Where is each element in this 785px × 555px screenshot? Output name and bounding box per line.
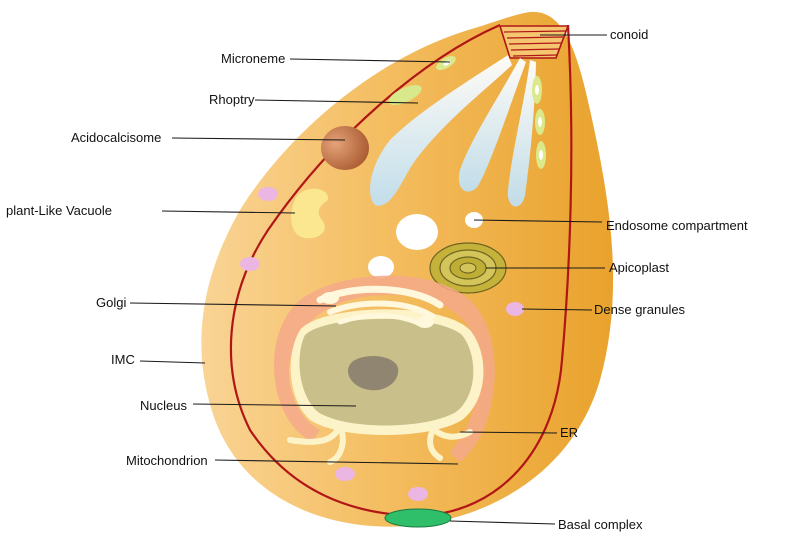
label-apicoplast: Apicoplast (609, 260, 669, 275)
pink-vesicles (240, 187, 428, 501)
endosome-vesicles (368, 212, 483, 278)
leader-basal-complex (449, 520, 556, 525)
rhoptries (370, 55, 536, 207)
conoid-structure (498, 25, 570, 59)
label-golgi: Golgi (96, 295, 126, 310)
label-rhoptry: Rhoptry (209, 92, 255, 107)
leader-lines (129, 34, 607, 525)
leader-mitochondrion (214, 459, 459, 465)
leader-nucleus (192, 403, 357, 407)
leader-acidocalcisome (171, 137, 346, 141)
label-microneme: Microneme (221, 51, 285, 66)
label-endosome-compartment: Endosome compartment (606, 218, 748, 233)
micronemes (436, 56, 546, 169)
leader-dense-granules (521, 308, 593, 311)
leader-microneme (289, 58, 451, 63)
label-conoid: conoid (610, 27, 648, 42)
leader-golgi (129, 302, 337, 307)
nucleolus (348, 356, 399, 391)
labels: conoid Microneme Rhoptry Acidocalcisome … (6, 27, 748, 532)
basal-complex (384, 508, 452, 528)
leader-endosome (473, 219, 603, 223)
label-basal-complex: Basal complex (558, 517, 643, 532)
endoplasmic-reticulum (274, 275, 495, 462)
acidocalcisome (321, 126, 369, 170)
leader-plant-like-vacuole (161, 210, 296, 214)
mitochondrion (287, 422, 473, 465)
label-dense-granules: Dense granules (594, 302, 686, 317)
leader-imc (139, 360, 206, 364)
label-er: ER (560, 425, 578, 440)
golgi-apparatus (316, 285, 444, 328)
plasma-membrane (229, 23, 573, 518)
dense-granule (506, 302, 524, 316)
label-acidocalcisome: Acidocalcisome (71, 130, 161, 145)
label-imc: IMC (111, 352, 135, 367)
plant-like-vacuole (291, 188, 329, 239)
leader-rhoptry (254, 99, 419, 104)
label-nucleus: Nucleus (140, 398, 187, 413)
label-mitochondrion: Mitochondrion (126, 453, 208, 468)
label-plant-like-vacuole: plant-Like Vacuole (6, 203, 112, 218)
leader-er (459, 431, 558, 434)
